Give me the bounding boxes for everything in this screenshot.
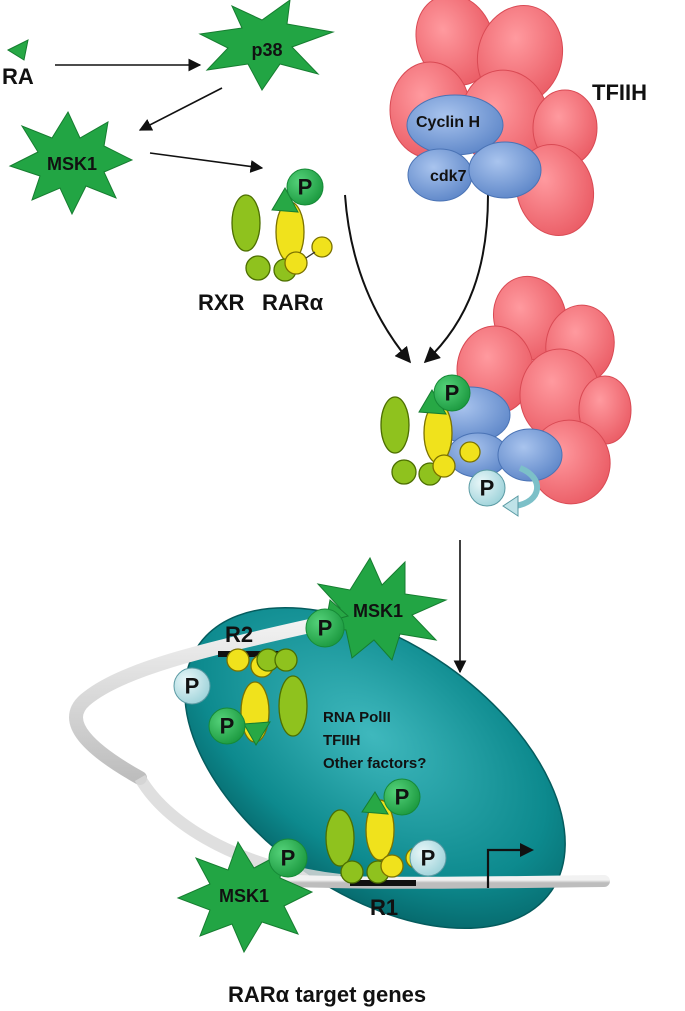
dna-strand-lower xyxy=(264,874,610,889)
complex-text-line3: Other factors? xyxy=(323,755,426,772)
phospho-label: P xyxy=(185,674,200,699)
rxr-label: RXR xyxy=(198,290,245,315)
phospho-label: P xyxy=(298,175,313,200)
phospho-light xyxy=(468,469,506,507)
rar-alpha-label: RARα xyxy=(262,290,324,315)
phospho-label: P xyxy=(445,381,460,406)
rar-dbd-1 xyxy=(284,251,308,275)
msk1-kinase-middle: MSK1 P xyxy=(305,556,448,661)
ra-label: RA xyxy=(2,64,34,89)
phosphorylation-curved-arrow-icon xyxy=(514,465,541,509)
phospho-green xyxy=(433,374,471,412)
tfiih-label: TFIIH xyxy=(592,80,647,105)
ra-ligand-bound-icon xyxy=(271,186,299,213)
cdk7-subunit-b xyxy=(468,141,542,199)
msk1-star-icon xyxy=(310,556,448,661)
msk1-kinase-top: MSK1 xyxy=(8,110,134,216)
complex-text-line1: RNA PolII xyxy=(323,709,391,726)
r2-label: R2 xyxy=(225,622,253,647)
p38-label: p38 xyxy=(251,40,282,60)
msk1-star-icon xyxy=(8,110,134,216)
phospho-green xyxy=(286,168,324,206)
arrow-msk1-to-receptor xyxy=(149,152,264,173)
complex-text-line2: TFIIH xyxy=(323,732,361,749)
receptor-bound-middle: P P xyxy=(380,374,541,517)
phospho-label: P xyxy=(421,846,436,871)
msk1-label-middle: MSK1 xyxy=(353,601,403,621)
arrow-p38-to-msk1 xyxy=(138,87,223,131)
rxr-dbd-1 xyxy=(245,255,271,281)
phospho-label: P xyxy=(318,616,333,641)
cyclin-h-label: Cyclin H xyxy=(416,114,480,131)
dna-strand-upper xyxy=(69,615,335,785)
msk1-label-top: MSK1 xyxy=(47,154,97,174)
phospho-label: P xyxy=(480,476,495,501)
cdk7-label: cdk7 xyxy=(430,168,467,185)
rar-dbd-2 xyxy=(311,236,333,258)
transcription-start-arrow-icon xyxy=(486,848,520,888)
phospho-label: P xyxy=(395,785,410,810)
receptor-on-r1: P P xyxy=(325,778,447,884)
receptor-free: P xyxy=(231,168,333,282)
tfiih-complex-top xyxy=(389,0,598,237)
msk1-label-bottom: MSK1 xyxy=(219,886,269,906)
ra-triangle-icon xyxy=(6,39,29,61)
p38-star-icon xyxy=(198,0,335,91)
msk1-kinase-bottom: MSK1 P xyxy=(176,838,314,954)
p38-kinase: p38 xyxy=(198,0,335,91)
r2-response-element xyxy=(218,651,284,657)
arrow-tfiih-to-complex xyxy=(423,194,489,364)
phospho-label: P xyxy=(220,714,235,739)
arrow-receptor-to-complex xyxy=(344,194,412,364)
phospho-label: P xyxy=(281,846,296,871)
r1-response-element xyxy=(350,880,416,886)
r1-label: R1 xyxy=(370,895,398,920)
receptor-on-r2: P P xyxy=(173,648,308,746)
target-genes-label: RARα target genes xyxy=(228,982,426,1007)
rxr-ligand-domain xyxy=(231,194,261,252)
dna-strand-mid xyxy=(134,774,341,886)
